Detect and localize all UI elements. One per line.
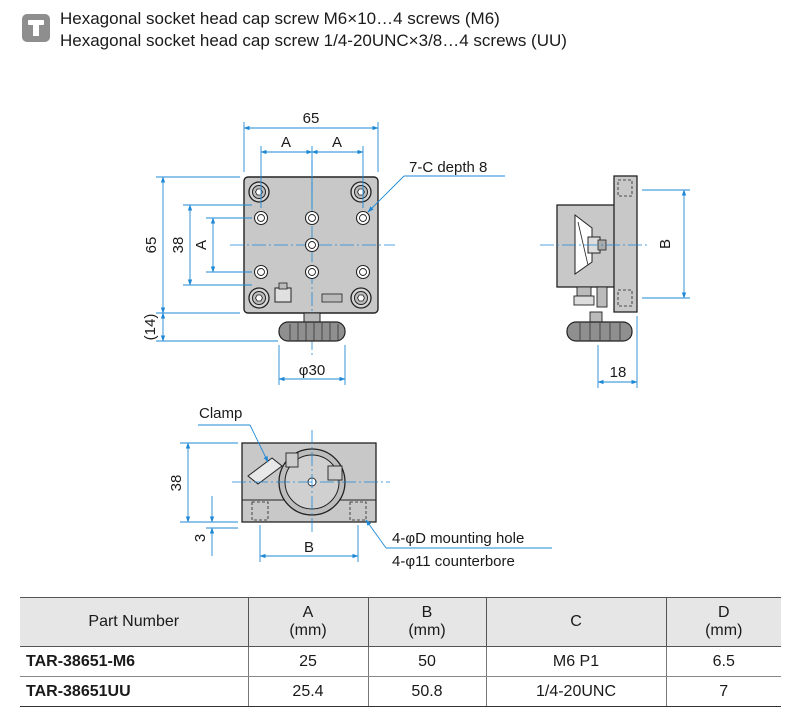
dim-knob-dia: φ30 [299,362,325,379]
table-row: TAR-38651UU 25.4 50.8 1/4-20UNC 7 [20,676,781,707]
callout-mount: 4-φD mounting hole [392,530,524,547]
bottom-dim-step: 3 [192,534,209,542]
dim-a-right: A [332,134,342,151]
dim-a-left: A [281,134,291,151]
table-header-row: Part Number A(mm) B(mm) C D(mm) [20,597,781,647]
cell-b: 50 [367,646,486,677]
cell-d: 6.5 [665,646,781,677]
dim-hole-span: 38 [170,237,187,254]
callout-holes: 7-C depth 8 [409,159,487,176]
cell-part-number: TAR-38651UU [20,676,248,707]
header-part-number: Part Number [20,597,248,647]
technical-drawing: 65 A A 65 38 A (14) φ30 7-C depth 8 [142,110,690,570]
side-knob [566,321,633,342]
cell-part-number: TAR-38651-M6 [20,646,248,677]
cell-c: 1/4-20UNC [485,676,666,707]
front-view: 65 A A 65 38 A (14) φ30 7-C depth 8 [142,110,505,385]
screw-note-uu: Hexagonal socket head cap screw 1/4-20UN… [60,31,567,50]
callout-counterbore: 4-φ11 counterbore [392,553,515,570]
header-a: A(mm) [247,597,368,647]
cap-screw [350,287,372,309]
tapped-hole [304,264,320,280]
side-dim-thickness: 18 [610,364,627,381]
cell-a: 25.4 [247,676,368,707]
dim-a-vertical: A [193,240,210,250]
header-c: C [485,597,666,647]
tapped-hole [355,210,371,226]
cell-b: 50.8 [367,676,486,707]
cap-screw [248,287,270,309]
table-row: TAR-38651-M6 25 50 M6 P1 6.5 [20,646,781,677]
screw-note-m6: Hexagonal socket head cap screw M6×10…4 … [60,9,500,28]
dim-width: 65 [303,110,320,127]
cell-d: 7 [665,676,781,707]
side-dim-b: B [657,239,674,249]
cell-a: 25 [247,646,368,677]
bottom-dim-b: B [304,539,314,556]
tapped-hole [253,210,269,226]
tapped-hole [304,210,320,226]
cell-c: M6 P1 [485,646,666,677]
adjustment-knob [278,321,346,342]
bottom-view: Clamp 38 3 B 4-φD mounting hole 4-φ11 co… [168,405,552,570]
spec-table: Part Number A(mm) B(mm) C D(mm) TAR-3865… [20,597,781,707]
tapped-hole [304,237,320,253]
cap-screw [350,181,372,203]
screw-icon [22,14,50,42]
bottom-dim-height: 38 [168,475,185,492]
header-b: B(mm) [367,597,486,647]
dim-knob-offset: (14) [142,314,159,341]
clamp-label: Clamp [199,405,242,422]
side-view: B 18 [540,175,690,388]
dim-height: 65 [143,237,160,254]
header-d: D(mm) [665,597,781,647]
tapped-hole [355,264,371,280]
cap-screw [248,181,270,203]
tapped-hole [253,264,269,280]
